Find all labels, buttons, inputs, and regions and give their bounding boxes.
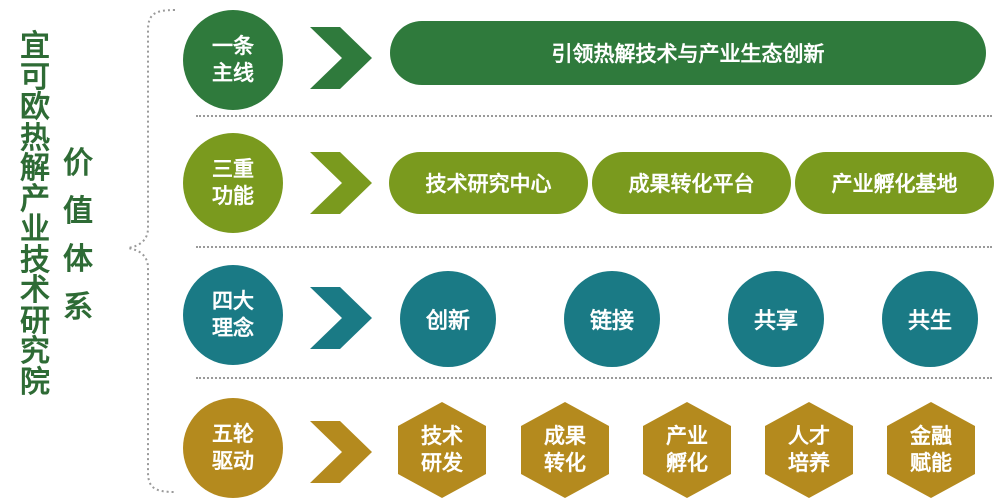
hex-line1: 成果 (544, 424, 586, 448)
row2-circle-line2: 功能 (212, 184, 254, 208)
row2-pill-3: 产业孵化基地 (795, 152, 994, 214)
title-char: 术 (20, 273, 50, 308)
row2-circle-line1: 三重 (212, 157, 254, 181)
row3-circle-item-3: 共享 (728, 271, 824, 367)
title-char: 院 (20, 364, 50, 400)
row3-circle-item-1: 创新 (400, 271, 496, 367)
subtitle-char: 系 (63, 290, 93, 325)
hex-line1: 金融 (910, 424, 952, 448)
row3-circle-item-2: 链接 (564, 271, 660, 367)
title-char: 宜 (20, 29, 50, 64)
chevron-right-icon (310, 152, 372, 214)
row2-pill-1: 技术研究中心 (389, 152, 588, 214)
hex-line2: 培养 (788, 451, 830, 475)
curly-brace (127, 9, 176, 493)
subtitle-char: 价 (63, 146, 93, 181)
hex-line1: 技术 (421, 424, 463, 448)
title-sub: 价 值 体 系 (60, 140, 96, 332)
title-char: 热 (20, 120, 50, 156)
row4-circle: 五轮 驱动 (183, 398, 283, 498)
row4-circle-line2: 驱动 (212, 449, 254, 473)
title-char: 产 (20, 181, 50, 217)
title-char: 解 (20, 151, 50, 186)
row3-circle: 四大 理念 (183, 265, 283, 365)
title-char: 研 (20, 303, 50, 339)
title-main: 宜 可 欧 热 解 产 业 技 术 研 究 院 (17, 29, 53, 400)
title-char: 究 (20, 334, 50, 369)
hex-line2: 研发 (421, 451, 463, 475)
title-char: 业 (20, 212, 50, 247)
subtitle-char: 体 (63, 242, 93, 277)
row4-hex-2: 成果 转化 (519, 400, 611, 500)
row2-circle: 三重 功能 (183, 133, 283, 233)
subtitle-char: 值 (63, 194, 93, 229)
hex-line1: 产业 (666, 424, 708, 448)
row1-circle-line1: 一条 (212, 34, 254, 58)
chevron-right-icon (310, 27, 372, 89)
hex-line2: 孵化 (666, 451, 708, 475)
row-divider (196, 115, 992, 117)
hex-line2: 转化 (544, 451, 586, 475)
row-divider (196, 246, 992, 248)
chevron-right-icon (310, 287, 372, 349)
row4-hex-3: 产业 孵化 (641, 400, 733, 500)
row1-circle-line2: 主线 (212, 61, 254, 85)
title-char: 技 (20, 242, 50, 278)
row3-circle-item-4: 共生 (882, 271, 978, 367)
title-char: 欧 (20, 90, 50, 125)
title-char: 可 (20, 59, 50, 95)
row2-pill-2: 成果转化平台 (592, 152, 791, 214)
chevron-right-icon (310, 421, 372, 483)
hex-line1: 人才 (788, 424, 830, 448)
row1-circle: 一条 主线 (183, 10, 283, 110)
row1-pill: 引领热解技术与产业生态创新 (390, 21, 986, 85)
row4-hex-4: 人才 培养 (763, 400, 855, 500)
hex-line2: 赋能 (910, 451, 952, 475)
row4-hex-5: 金融 赋能 (885, 400, 977, 500)
row4-hex-1: 技术 研发 (396, 400, 488, 500)
row3-circle-line1: 四大 (212, 289, 254, 313)
row3-circle-line2: 理念 (212, 316, 254, 340)
row-divider (196, 377, 992, 379)
row4-circle-line1: 五轮 (212, 422, 254, 446)
